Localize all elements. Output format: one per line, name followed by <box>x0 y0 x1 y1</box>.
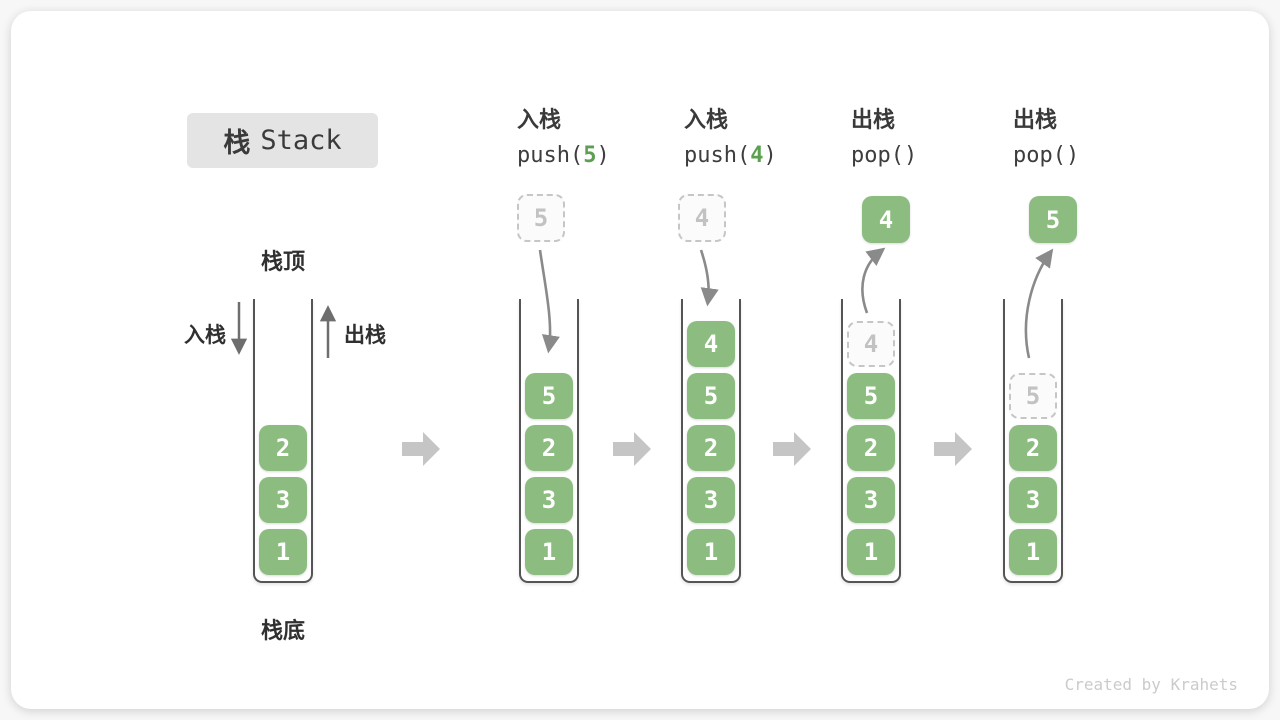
code-post: ) <box>596 143 610 168</box>
stack-block: 1 <box>847 529 895 575</box>
op-label: 入栈 <box>517 108 562 133</box>
stack-block: 3 <box>687 477 735 523</box>
stack-container-after-pop-5: 5 2 3 1 <box>1003 299 1063 583</box>
stack-block: 3 <box>847 477 895 523</box>
stack-block: 3 <box>1009 477 1057 523</box>
stack-container-after-push-4: 4 5 2 3 1 <box>681 299 741 583</box>
flow-arrow-icon <box>773 432 811 466</box>
op-code: push(4) <box>684 141 834 171</box>
stack-block: 4 <box>687 321 735 367</box>
stack-block: 2 <box>847 425 895 471</box>
code-pre: pop( <box>851 143 904 168</box>
col-header-push-5: 入栈 push(5) <box>517 106 667 171</box>
stack-block: 5 <box>525 373 573 419</box>
stack-container-after-push-5: 5 2 3 1 <box>519 299 579 583</box>
stack-block: 3 <box>525 477 573 523</box>
pushed-item-box: 4 <box>678 194 726 242</box>
op-label: 出栈 <box>1013 108 1058 133</box>
code-post: ) <box>903 143 918 168</box>
pushed-item-box: 5 <box>517 194 565 242</box>
code-post: ) <box>1065 143 1080 168</box>
stack-block: 2 <box>525 425 573 471</box>
stack-block: 5 <box>847 373 895 419</box>
flow-arrow-icon <box>613 432 651 466</box>
stack-block-ghost: 5 <box>1009 373 1057 419</box>
title-zh: 栈 <box>223 128 251 159</box>
stack-block: 1 <box>1009 529 1057 575</box>
pop-label: 出栈 <box>344 323 386 347</box>
popped-item-box: 4 <box>862 196 910 243</box>
stack-container-after-pop-4: 4 5 2 3 1 <box>841 299 901 583</box>
op-label: 出栈 <box>851 108 896 133</box>
code-pre: pop( <box>1013 143 1066 168</box>
popped-item-box: 5 <box>1029 196 1077 243</box>
col-header-pop-2: 出栈 pop() <box>1013 106 1163 171</box>
op-code: pop() <box>1013 141 1163 171</box>
stack-container-initial: 2 3 1 <box>253 299 313 583</box>
flow-arrow-icon <box>934 432 972 466</box>
code-post: ) <box>763 143 777 168</box>
flow-arrow-icon <box>402 432 440 466</box>
title-box: 栈 Stack <box>187 113 378 168</box>
stack-block: 1 <box>687 529 735 575</box>
col-header-pop-1: 出栈 pop() <box>851 106 1001 171</box>
code-arg: 4 <box>750 143 764 168</box>
col-header-push-4: 入栈 push(4) <box>684 106 834 171</box>
stack-bottom-label: 栈底 <box>260 619 305 644</box>
stack-block: 1 <box>259 529 307 575</box>
title-en: Stack <box>260 125 342 156</box>
code-arg: 5 <box>583 143 597 168</box>
op-code: pop() <box>851 141 1001 171</box>
stack-block: 5 <box>687 373 735 419</box>
op-label: 入栈 <box>684 108 729 133</box>
stack-block: 2 <box>687 425 735 471</box>
code-pre: push( <box>684 143 751 168</box>
code-pre: push( <box>517 143 584 168</box>
stack-block: 2 <box>259 425 307 471</box>
stack-block-ghost: 4 <box>847 321 895 367</box>
stack-block: 2 <box>1009 425 1057 471</box>
push-curve-arrow-icon <box>699 249 719 307</box>
watermark: Created by Krahets <box>1064 675 1238 694</box>
stack-block: 1 <box>525 529 573 575</box>
stack-block: 3 <box>259 477 307 523</box>
stack-top-label: 栈顶 <box>260 250 305 275</box>
op-code: push(5) <box>517 141 667 171</box>
push-label: 入栈 <box>184 323 226 347</box>
